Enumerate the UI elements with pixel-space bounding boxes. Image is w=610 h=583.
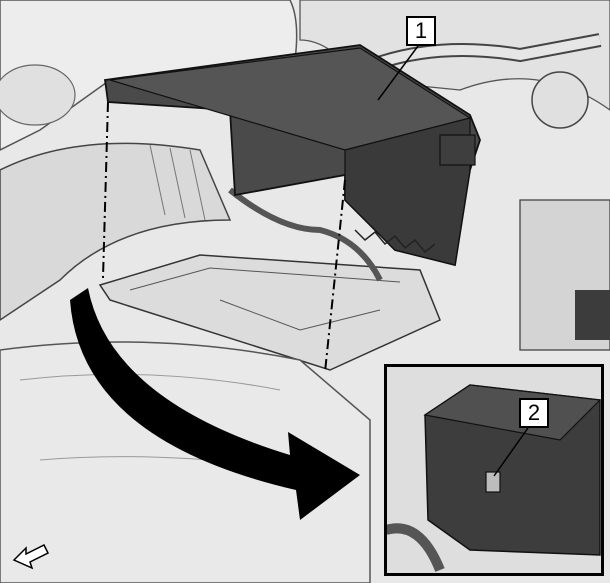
- battery-terminal-area: [575, 290, 610, 340]
- callout-label-1: 1: [406, 16, 436, 46]
- reservoir-cap: [531, 71, 589, 129]
- alignment-line-left: [102, 101, 109, 279]
- inset-fuse-cover-top: [423, 384, 602, 441]
- fuse-block-cover-side: [344, 117, 471, 266]
- inset-detail: [384, 366, 602, 574]
- inset-latch-clip: [485, 471, 501, 493]
- intake-hose: [0, 142, 232, 321]
- callout-2-leader: [493, 427, 529, 477]
- fuse-block-base: [98, 254, 441, 371]
- inset-hose: [384, 523, 445, 572]
- intake-hose-ribs: [149, 144, 206, 221]
- wiring-harness: [228, 187, 383, 282]
- cover-latch-tab: [439, 134, 476, 166]
- inset-frame: [384, 364, 604, 576]
- front-arrow-icon: [12, 543, 50, 570]
- callout-1-leader: [377, 45, 419, 101]
- cover-notches: [354, 229, 436, 254]
- alignment-line-right: [324, 179, 346, 373]
- engine-cover-lower: [0, 341, 371, 583]
- curved-arrow-icon: [70, 288, 360, 520]
- callout-label-2: 2: [519, 398, 549, 428]
- engine-cover-bump: [0, 64, 76, 126]
- fuse-block-base-detail: [129, 267, 401, 331]
